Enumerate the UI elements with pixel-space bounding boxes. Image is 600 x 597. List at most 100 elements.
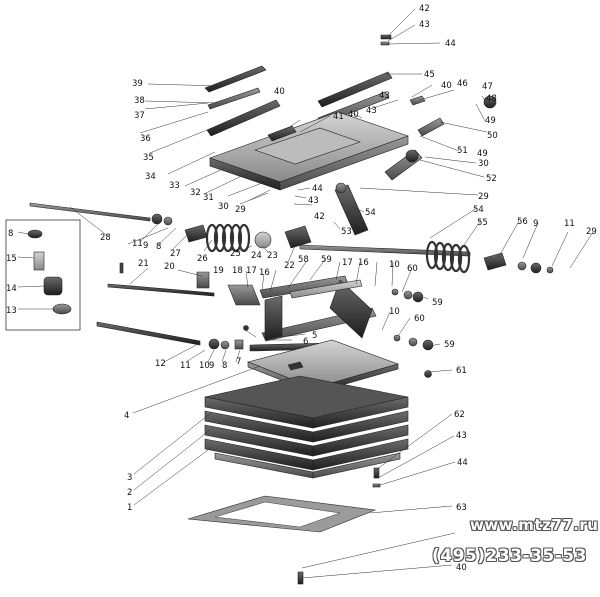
block-part — [234, 339, 244, 350]
callout-label: 24 — [251, 251, 262, 261]
rail-part — [204, 65, 267, 93]
nut-part — [412, 291, 424, 303]
upper-frame-part — [254, 127, 361, 165]
callout-label: 11 — [564, 219, 575, 229]
callout-label: 44 — [312, 184, 323, 194]
bracket-part — [267, 125, 297, 142]
callout-label: 1 — [127, 503, 132, 513]
callout-label: 14 — [6, 284, 17, 294]
callout-label: 4 — [124, 411, 129, 421]
bellows-part — [312, 396, 409, 429]
callout-label: 43 — [308, 196, 319, 206]
spring-cap-part — [483, 252, 507, 271]
callout-label: 60 — [414, 314, 425, 324]
right-spring-part — [425, 240, 471, 274]
callout-label: 2 — [127, 488, 132, 498]
crossbar-part — [289, 279, 363, 299]
screw-part — [424, 370, 432, 378]
inset-box — [5, 219, 81, 331]
rail-part — [206, 99, 281, 137]
callout-label: 59 — [432, 298, 443, 308]
callout-label: 44 — [445, 39, 456, 49]
callout-label: 61 — [456, 366, 467, 376]
callout-label: 50 — [487, 131, 498, 141]
link-part — [227, 284, 261, 306]
bracket-part — [287, 361, 304, 371]
callout-label: 31 — [203, 193, 214, 203]
callout-label: 40 — [348, 110, 359, 120]
rod-part — [107, 283, 215, 297]
callout-label: 20 — [164, 262, 175, 272]
rod-part — [207, 87, 261, 110]
callout-label: 56 — [517, 217, 528, 227]
callout-label: 30 — [218, 202, 229, 212]
callout-label: 41 — [333, 112, 344, 122]
bushing-part — [27, 229, 43, 239]
callout-label: 29 — [478, 192, 489, 202]
callout-label: 3 — [127, 473, 132, 483]
callout-label: 15 — [6, 254, 17, 264]
callout-label: 29 — [586, 227, 597, 237]
callout-label: 43 — [456, 431, 467, 441]
pin-part — [119, 262, 124, 274]
handle-end-part — [405, 149, 419, 163]
callout-label: 21 — [138, 259, 149, 269]
knob-part — [483, 95, 497, 109]
shock-eye-part — [335, 182, 347, 194]
callout-label: 47 — [482, 82, 493, 92]
callout-label: 43 — [419, 20, 430, 30]
callout-label: 17 — [342, 258, 353, 268]
callout-label: 7 — [236, 357, 241, 367]
washer-part — [393, 334, 401, 342]
leader-lines — [17, 8, 594, 579]
nut-part — [220, 340, 230, 350]
callout-label: 26 — [197, 254, 208, 264]
bellows-part — [312, 438, 409, 471]
callout-label: 45 — [424, 70, 435, 80]
rail-part — [317, 71, 393, 108]
washer-part — [546, 266, 554, 274]
callout-label: 9 — [209, 361, 214, 371]
callout-label: 52 — [486, 174, 497, 184]
callout-label: 46 — [457, 79, 468, 89]
washer-part — [530, 262, 542, 274]
callout-label: 10 — [389, 260, 400, 270]
callout-label: 8 — [222, 361, 227, 371]
pin-part — [196, 271, 210, 289]
callout-label: 16 — [259, 268, 270, 278]
bushing-part — [52, 303, 72, 315]
roller-part — [43, 276, 63, 296]
callout-label: 36 — [140, 134, 151, 144]
callout-label: 42 — [419, 4, 430, 14]
spring-cap-part — [184, 224, 208, 243]
callout-label: 40 — [274, 87, 285, 97]
callout-label: 23 — [267, 251, 278, 261]
screw-part — [373, 467, 380, 479]
scissor-plate-part — [329, 279, 373, 339]
nut-part — [422, 339, 434, 351]
upper-frame-part — [279, 135, 409, 191]
watermark-phone: (495)233-35-53 — [432, 546, 587, 566]
callout-label: 42 — [314, 212, 325, 222]
callout-label: 59 — [444, 340, 455, 350]
callout-label: 8 — [8, 229, 13, 239]
bottom-plate-cutout — [214, 501, 341, 528]
callout-label: 32 — [190, 188, 201, 198]
callout-label: 38 — [134, 96, 145, 106]
washer-part — [391, 288, 399, 296]
callout-label: 34 — [145, 172, 156, 182]
callout-label: 27 — [170, 249, 181, 259]
callout-label: 39 — [132, 79, 143, 89]
callout-label: 48 — [486, 94, 497, 104]
callout-label: 55 — [477, 218, 488, 228]
callout-label: 49 — [485, 116, 496, 126]
callout-label: 10 — [199, 361, 210, 371]
callout-label: 29 — [235, 205, 246, 215]
ring-part — [254, 231, 272, 249]
bellows-part — [312, 410, 409, 443]
long-bolt-part — [29, 202, 151, 222]
callout-label: 33 — [169, 181, 180, 191]
lever-part — [417, 117, 445, 137]
